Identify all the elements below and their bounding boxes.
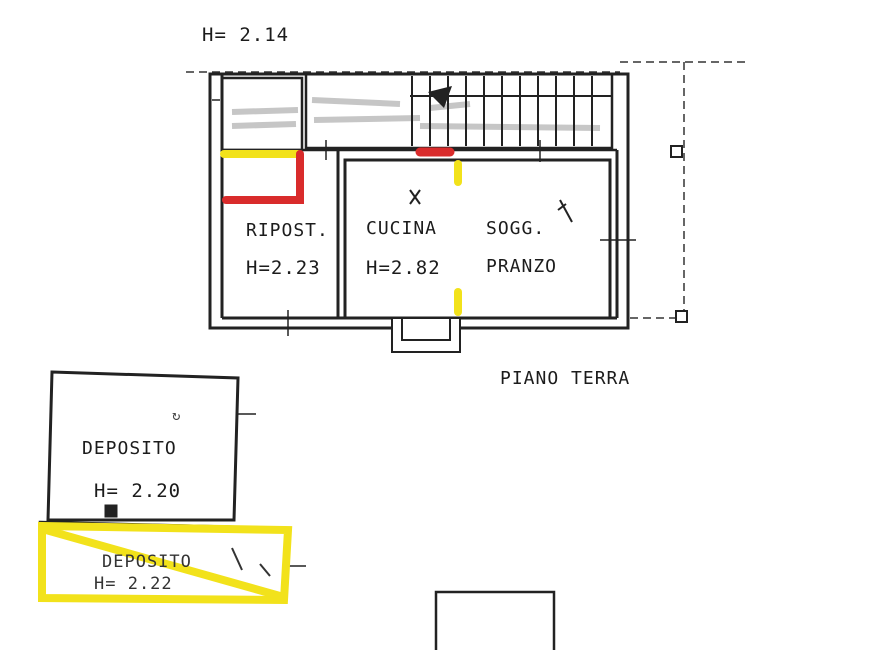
markup-annotations (220, 147, 462, 316)
door-marks (409, 189, 573, 223)
soggiorno-room-name: SOGG. (486, 218, 546, 239)
deposito2-strike-markup (38, 521, 293, 605)
upper-strip-hatching (231, 97, 601, 131)
stair-arrow (428, 86, 452, 108)
deposito-walls (46, 370, 256, 522)
boundary-marker-bottom (675, 310, 688, 323)
pranzo-room-name: PRANZO (486, 256, 558, 277)
deposito2-room-height: H= 2.22 (94, 574, 173, 594)
top-height-label: H= 2.14 (202, 24, 290, 46)
deposito2-room-name: DEPOSITO (102, 552, 192, 572)
ripost-room-name: RIPOST. (246, 220, 329, 241)
deposito-room-height: H= 2.20 (94, 480, 182, 502)
interior-walls (220, 150, 612, 320)
deposito-room-name: DEPOSITO (82, 438, 177, 459)
stair-treads (410, 76, 612, 146)
floor-level-label: PIANO TERRA (500, 368, 631, 389)
entrance-step (391, 317, 461, 353)
cucina-room-name: CUCINA (366, 218, 438, 239)
deposito2-scribbles (231, 547, 271, 577)
wall-ticks (212, 99, 636, 336)
ripost-room-height: H=2.23 (246, 257, 321, 279)
boundary-marker-top (670, 145, 683, 158)
bottom-structure (434, 590, 556, 650)
deposito-door-mark: ↻ (172, 408, 180, 424)
cucina-room-height: H=2.82 (366, 257, 441, 279)
